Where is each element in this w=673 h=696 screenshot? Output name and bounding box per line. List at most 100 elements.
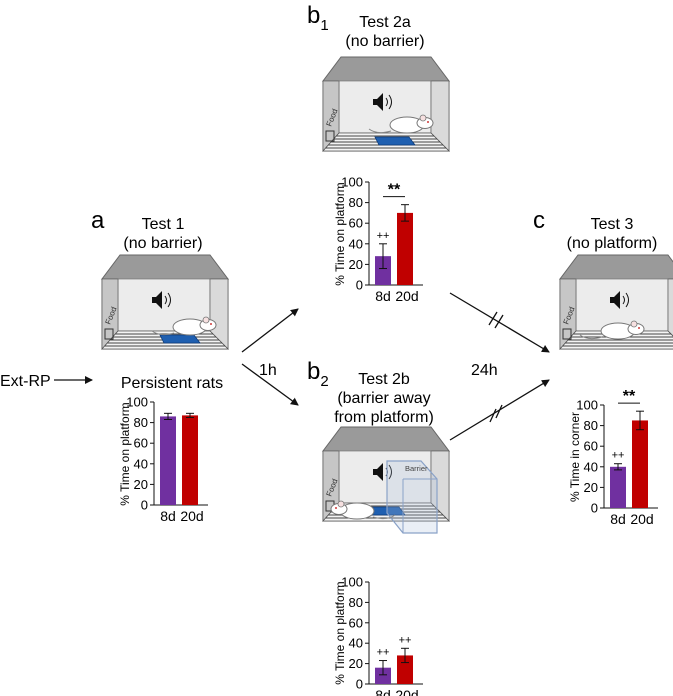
panel-b2-title-line2: (barrier away — [337, 390, 430, 407]
y-axis-label: % Time on platform — [118, 402, 132, 505]
arrow-to-test2a — [241, 308, 299, 353]
sound-wave — [622, 295, 625, 305]
panel-c-title-line2: (no platform) — [567, 235, 658, 252]
bar-annotation: ++ — [399, 634, 412, 646]
time-break-mark-lower — [489, 404, 503, 423]
y-tick-label: 20 — [349, 257, 363, 272]
sound-wave — [167, 292, 171, 308]
significance-label: ** — [388, 182, 401, 199]
panel-a-title-line1: Test 1 — [142, 216, 185, 233]
y-tick-label: 40 — [134, 456, 148, 471]
panel-c-letter: c — [533, 207, 545, 234]
bar-annotation: ++ — [377, 647, 390, 659]
food-lever-icon — [325, 130, 335, 142]
rat-eye — [335, 507, 337, 509]
y-tick-label: 80 — [349, 595, 363, 610]
arrow-test2a-to-test3 — [449, 292, 550, 353]
rat-tail — [368, 128, 392, 134]
interval-24h-label: 24h — [471, 362, 498, 379]
box-back-wall — [338, 450, 432, 504]
panel-a-subtitle: Persistent rats — [121, 375, 223, 392]
x-tick-label: 20d — [180, 508, 203, 524]
bar-annotation: ++ — [612, 450, 625, 462]
barrier-label: Barrier — [405, 464, 428, 473]
speaker-icon — [373, 93, 383, 111]
x-tick-label: 8d — [375, 288, 391, 304]
panel-b1-title-line2: (no barrier) — [345, 33, 424, 50]
speaker-icon — [610, 291, 620, 309]
y-tick-label: 100 — [576, 398, 598, 413]
y-tick-label: 20 — [349, 656, 363, 671]
y-tick-label: 0 — [141, 498, 148, 513]
y-axis-label: % Time on platform — [333, 182, 347, 285]
y-tick-label: 60 — [349, 216, 363, 231]
box-back-wall — [575, 278, 669, 332]
y-tick-label: 40 — [349, 236, 363, 251]
rat-eye — [210, 323, 212, 325]
time-break-mark-upper — [488, 311, 504, 329]
x-tick-label: 8d — [160, 508, 176, 524]
rat-tail — [151, 330, 175, 336]
x-tick-label: 20d — [395, 288, 418, 304]
y-tick-label: 60 — [584, 439, 598, 454]
rat-eye — [638, 327, 640, 329]
speaker-icon — [373, 463, 383, 481]
apparatus-test1: Food — [101, 254, 229, 351]
panel-b2-title-line1: Test 2b — [358, 371, 410, 388]
y-tick-label: 100 — [341, 175, 363, 190]
y-tick-label: 0 — [356, 677, 363, 692]
food-lever-icon — [562, 328, 572, 340]
panel-b1-letter: b1 — [307, 2, 329, 34]
platform — [374, 136, 416, 146]
box-right-wall — [667, 278, 673, 337]
rat-tail — [372, 514, 396, 520]
y-tick-label: 100 — [341, 575, 363, 590]
y-tick-label: 80 — [584, 418, 598, 433]
y-tick-label: 100 — [126, 395, 148, 410]
x-tick-label: 20d — [630, 511, 653, 527]
bar-20d — [397, 212, 413, 285]
food-lever-icon — [104, 328, 114, 340]
bar-20d — [632, 420, 648, 508]
box-roof — [322, 426, 450, 452]
panel-b2-title-line3: from platform) — [334, 409, 434, 426]
rat-ear — [630, 320, 638, 328]
panel-a-title-line2: (no barrier) — [123, 235, 202, 252]
rat-eye — [427, 121, 429, 123]
sound-wave — [625, 292, 629, 308]
y-tick-label: 0 — [591, 501, 598, 516]
y-tick-label: 20 — [584, 480, 598, 495]
x-tick-label: 20d — [395, 687, 418, 696]
y-tick-label: 80 — [349, 195, 363, 210]
y-axis-label: % Time on platform — [333, 581, 347, 684]
bar-8d — [160, 416, 176, 505]
rat-ear — [202, 316, 210, 324]
sound-wave — [388, 94, 392, 110]
panel-c-title-line1: Test 3 — [591, 216, 634, 233]
speaker-icon — [152, 291, 162, 309]
box-roof — [101, 254, 229, 280]
panel-b1-title-line1: Test 2a — [359, 14, 411, 31]
y-tick-label: 20 — [134, 477, 148, 492]
apparatus-test3: Food — [559, 254, 673, 351]
box-roof — [322, 56, 450, 82]
arrow-to-test2b — [241, 363, 299, 406]
y-tick-label: 80 — [134, 415, 148, 430]
panel-b2-letter: b2 — [307, 358, 329, 390]
y-tick-label: 40 — [584, 459, 598, 474]
x-tick-label: 8d — [375, 687, 391, 696]
rat-ear — [419, 114, 427, 122]
sound-wave — [388, 464, 392, 480]
x-tick-label: 8d — [610, 511, 626, 527]
rat-ear — [337, 500, 345, 508]
platform — [159, 334, 201, 344]
y-tick-label: 60 — [134, 436, 148, 451]
interval-1h-label: 1h — [259, 362, 277, 379]
bar-20d — [182, 415, 198, 505]
